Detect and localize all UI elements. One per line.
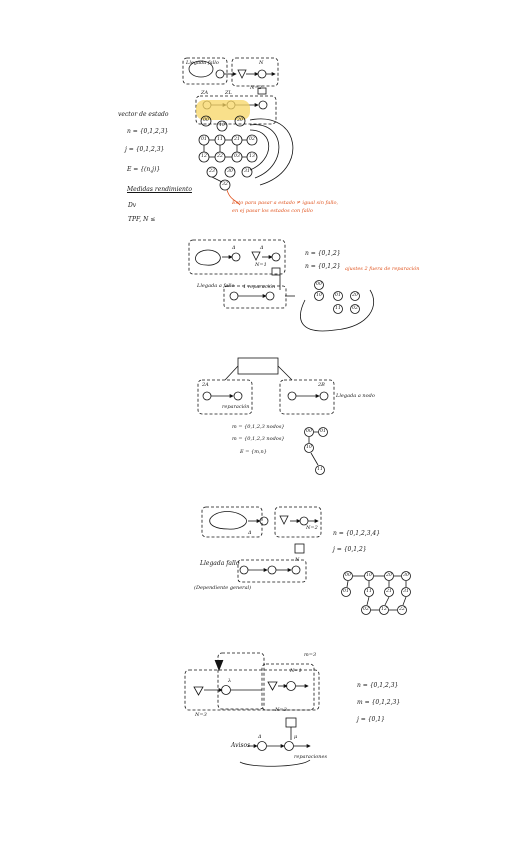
d1-state-23: 23 bbox=[209, 169, 215, 174]
d1-state-11: 11 bbox=[217, 137, 223, 142]
d3-state-10: 10 bbox=[306, 445, 312, 450]
d1-state-21: 21 bbox=[234, 137, 240, 142]
d2-tag-reparacion: 1 reparación bbox=[243, 284, 276, 290]
d4-state-12: 12 bbox=[381, 607, 387, 612]
d3-state-00: 00 bbox=[306, 429, 312, 434]
d5-j-set: j = {0,1} bbox=[357, 716, 385, 723]
d4-state-01: 01 bbox=[343, 589, 349, 594]
d2-tag-llegada-fallo: Llegada a fallo bbox=[197, 283, 235, 289]
d5-tag-lambda: λ bbox=[228, 678, 232, 684]
d2-tag-n1: N=1 bbox=[255, 262, 267, 268]
d3-state-11: 11 bbox=[317, 467, 323, 472]
d5-n-set: n = {0,1,2,3} bbox=[357, 682, 399, 689]
diagram-4-network bbox=[201, 506, 322, 583]
d4-state-11: 11 bbox=[366, 589, 372, 594]
d1-measures-title: Medidas rendimiento bbox=[127, 186, 192, 193]
d1-measure-tpf: TPF, N ≤ bbox=[128, 216, 156, 223]
d1-state-13: 13 bbox=[249, 154, 255, 159]
d4-tag-llegada-fallo: Llegada fallo bbox=[200, 560, 240, 567]
highlight-marker bbox=[196, 100, 250, 120]
d3-tag-llegada-nodo: Llegada a nodo bbox=[336, 393, 375, 399]
d2-red-note: ajustes 2 fuera de reparación bbox=[345, 266, 420, 272]
d5-m-set: m = {0,1,2,3} bbox=[357, 699, 401, 706]
d1-red-note-1: Esto para pasar a estado ≠ igual sin fal… bbox=[232, 200, 339, 206]
d3-tag-2b: 2B bbox=[318, 382, 325, 388]
diagram-2-network bbox=[188, 239, 375, 332]
d1-e-set: E = {(n,j)} bbox=[127, 166, 161, 173]
d4-state-21: 21 bbox=[386, 589, 392, 594]
d3-tag-2a: 2A bbox=[202, 382, 209, 388]
d4-state-10: 10 bbox=[366, 573, 372, 578]
d1-state-01: 01 bbox=[201, 137, 207, 142]
d3-j-set: m = {0,1,2,3 nodos} bbox=[232, 436, 285, 442]
d3-e-set: E = {m,n} bbox=[240, 449, 267, 455]
d1-tag-zl: ZL bbox=[225, 90, 232, 96]
d1-state-30: 30 bbox=[227, 169, 233, 174]
d1-state-22: 22 bbox=[217, 154, 223, 159]
d4-state-02: 02 bbox=[363, 607, 369, 612]
d4-state-20: 20 bbox=[386, 573, 392, 578]
d1-state-00: 00 bbox=[203, 118, 209, 123]
d1-state-03: 03 bbox=[234, 154, 240, 159]
d4-n-set: n = {0,1,2,3,4} bbox=[333, 530, 381, 537]
diagram-5-network bbox=[184, 652, 320, 767]
d2-tag-delta-1: Δ bbox=[232, 245, 236, 251]
d1-state-title: vector de estado bbox=[118, 111, 169, 118]
d5-tag-reparaciones: reparaciones bbox=[294, 754, 328, 760]
d1-state-10: 10 bbox=[219, 123, 225, 128]
d5-tag-n3-b: N=3 bbox=[275, 707, 287, 713]
d1-state-20: 20 bbox=[237, 118, 243, 123]
d4-state-22: 22 bbox=[399, 607, 405, 612]
d3-n-set: m = {0,1,2,3 nodos} bbox=[232, 424, 285, 430]
d5-tag-avisos: Avisos bbox=[231, 742, 251, 749]
d1-tag-n: N bbox=[259, 60, 264, 66]
d1-tag-llegada-fallo: Llegada fallo bbox=[186, 60, 219, 66]
d1-state-02: 02 bbox=[249, 137, 255, 142]
diagram-1-state-graph bbox=[198, 115, 294, 191]
d4-state-30: 30 bbox=[403, 573, 409, 578]
d1-red-note-2: en ej pasar los estados con fallo bbox=[232, 208, 313, 214]
d3-state-01: 01 bbox=[320, 429, 326, 434]
d2-state-11: 11 bbox=[335, 306, 341, 311]
d5-tag-m3: m=3 bbox=[304, 652, 317, 658]
d1-state-12: 12 bbox=[201, 154, 207, 159]
d2-state-20: 20 bbox=[352, 293, 358, 298]
d3-tag-reparacion: reparación bbox=[222, 404, 250, 410]
d2-state-00: 00 bbox=[316, 282, 322, 287]
d4-tag-dependiente: (Dependiente general) bbox=[194, 585, 252, 591]
d1-j-set: j = {0,1,2,3} bbox=[125, 146, 165, 153]
d2-state-02: 02 bbox=[352, 306, 358, 311]
d1-tag-za: ZA bbox=[201, 90, 209, 96]
d1-measure-dv: Dv bbox=[128, 202, 137, 209]
d4-state-31: 31 bbox=[403, 589, 409, 594]
d2-state-01: 01 bbox=[335, 293, 341, 298]
d2-j-set: n = {0,1,2} bbox=[305, 263, 341, 270]
d4-j-set: j = {0,1,2} bbox=[333, 546, 367, 553]
d2-n-set: n = {0,1,2} bbox=[305, 250, 341, 257]
d2-tag-delta-2: Δ bbox=[260, 245, 264, 251]
d5-tag-mu: μ bbox=[294, 734, 298, 740]
d5-tag-n3-a: N=3 bbox=[195, 712, 207, 718]
diagram-4-state-graph bbox=[341, 571, 411, 615]
d5-tag-delta: Δ bbox=[258, 734, 262, 740]
d2-state-10: 10 bbox=[316, 293, 322, 298]
d1-state-32: 32 bbox=[222, 182, 228, 187]
d4-tag-n: N bbox=[295, 557, 300, 563]
diagram-3-network bbox=[197, 357, 335, 475]
d4-tag-delta: Δ bbox=[248, 530, 252, 536]
d1-state-31: 31 bbox=[244, 169, 250, 174]
d4-state-00: 00 bbox=[345, 573, 351, 578]
d1-tag-n2: N=2 bbox=[250, 85, 262, 91]
d1-n-set: n = {0,1,2,3} bbox=[127, 128, 169, 135]
d5-tag-n1: N=1 bbox=[290, 668, 302, 674]
d4-tag-n2: N=2 bbox=[306, 525, 318, 531]
